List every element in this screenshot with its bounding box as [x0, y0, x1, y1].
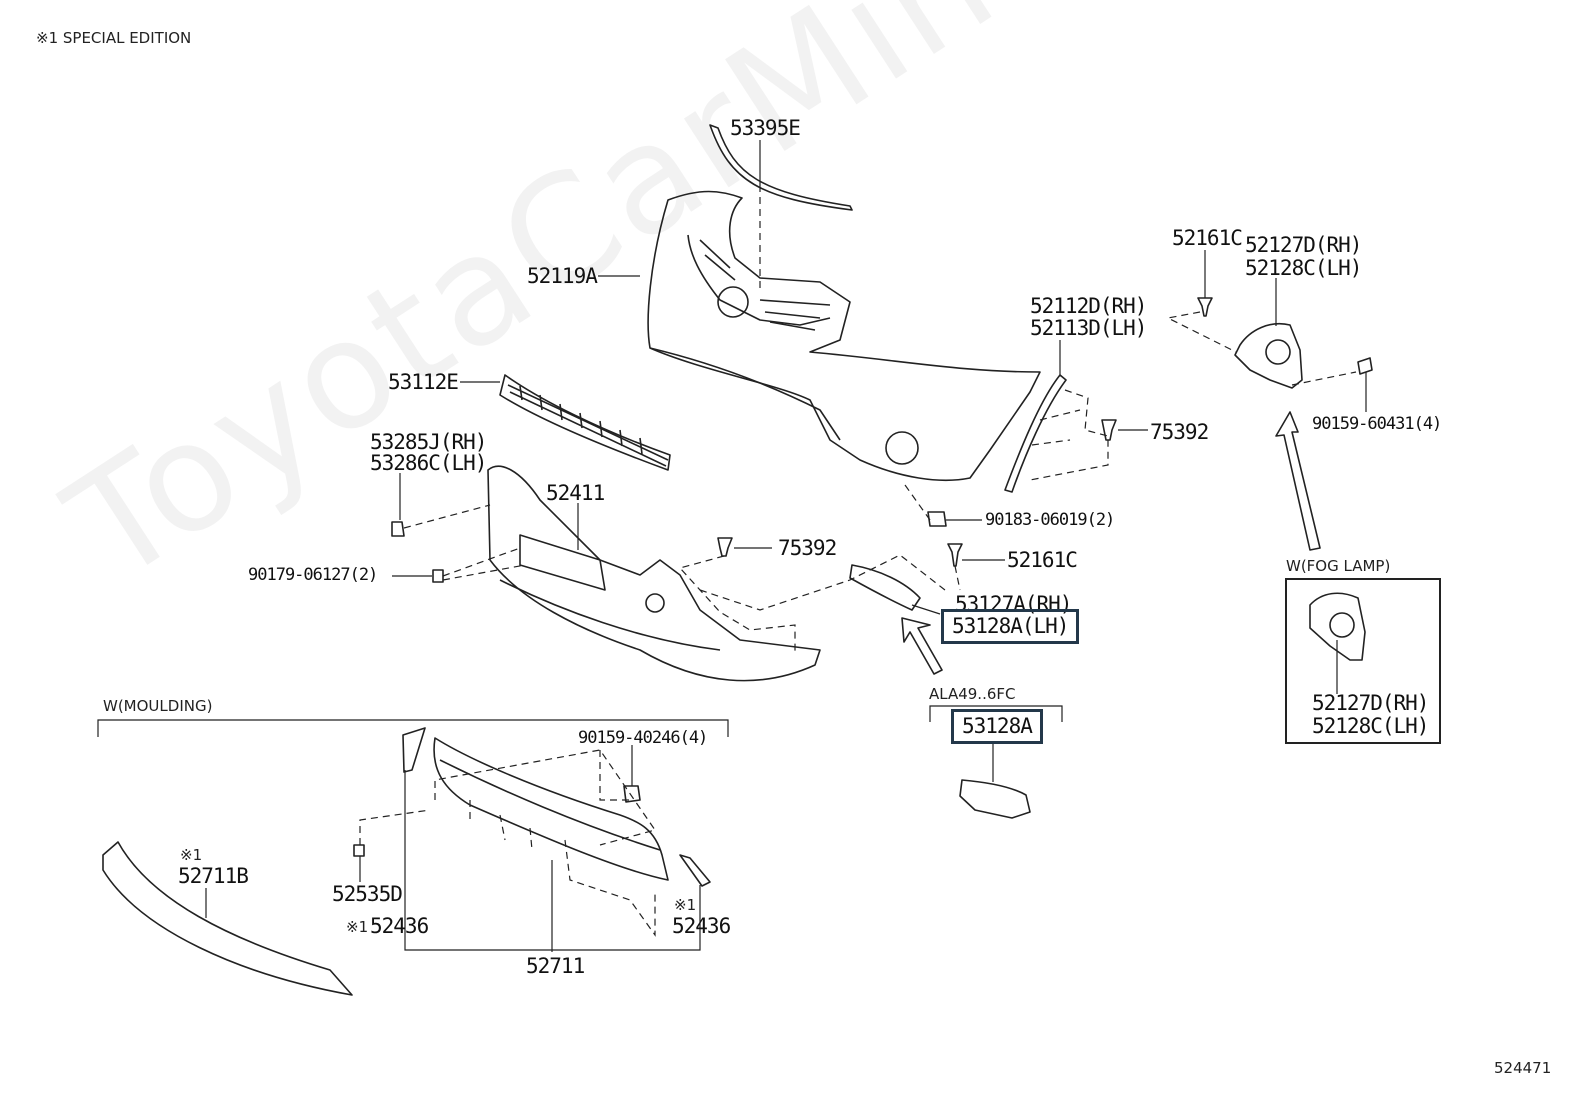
leader-53127A: [911, 604, 941, 615]
part-52535D-clip: [353, 844, 365, 857]
special-mark-52436-left: ※1: [346, 918, 369, 936]
label-53285J-rh[interactable]: 53285J(RH): [370, 430, 487, 454]
dash-52112D-zone: [1029, 389, 1109, 481]
part-52127D-box-bracket: [1309, 592, 1366, 661]
label-52161C-mid[interactable]: 52161C: [1007, 548, 1078, 572]
part-52112D-strip: [1004, 374, 1067, 493]
dash-53285J: [403, 504, 491, 529]
label-52113D-lh[interactable]: 52113D(LH): [1030, 316, 1147, 340]
label-52161C-top[interactable]: 52161C: [1172, 226, 1243, 250]
part-53128A-grille-upper: [849, 564, 921, 611]
part-75392-clip-right: [1101, 419, 1117, 441]
part-52119A-lower-edge: [649, 347, 841, 441]
part-52161C-screw-mid: [947, 543, 963, 567]
ala-group-bracket: [929, 705, 1063, 722]
part-75392-clip-mid: [717, 537, 733, 557]
part-52411-plate-recess: [519, 534, 606, 591]
special-edition-note: ※1 SPECIAL EDITION: [36, 29, 192, 47]
part-52119A-lamp-right: [885, 431, 919, 465]
part-52711-moulding-inner: [439, 759, 661, 851]
special-mark-52436-right: ※1: [674, 896, 697, 914]
dash-90159-40246: [599, 750, 632, 801]
part-53112E-grille-bars: [507, 384, 669, 467]
label-52128C-lh-box[interactable]: 52128C(LH): [1312, 714, 1429, 738]
label-90183-06019[interactable]: 90183-06019(2): [985, 510, 1115, 530]
part-52411-lower-lip: [499, 579, 721, 651]
part-52436-cap-right: [679, 854, 711, 887]
part-52119A-cover: [647, 190, 1041, 482]
label-52436-left[interactable]: 52436: [370, 914, 429, 938]
moulding-caption: W(MOULDING): [103, 697, 213, 715]
dash-90179: [442, 547, 526, 581]
label-52711B[interactable]: 52711B: [178, 864, 249, 888]
part-52711-moulding: [433, 737, 669, 881]
part-52711B-strip: [102, 841, 353, 996]
label-52711[interactable]: 52711: [526, 954, 585, 978]
part-52119A-grille-lines: [699, 239, 831, 331]
label-53128A-lh-highlight[interactable]: 53128A(LH): [941, 609, 1080, 644]
label-52119A[interactable]: 52119A: [527, 264, 598, 288]
part-52119A-inner-opening: [687, 234, 831, 326]
part-90159-40246-nut: [623, 785, 641, 803]
dash-52535D: [359, 809, 431, 845]
part-90179-clip: [432, 569, 444, 583]
label-53112E[interactable]: 53112E: [388, 370, 459, 394]
ala-caption: ALA49..6FC: [929, 685, 1016, 703]
label-52411[interactable]: 52411: [546, 481, 605, 505]
part-90159-60431-screw: [1357, 357, 1373, 375]
label-52127D-rh-box[interactable]: 52127D(RH): [1312, 691, 1429, 715]
part-52436-cap-left: [402, 727, 426, 773]
part-52161C-screw-top: [1197, 297, 1213, 317]
part-52119A-lamp-left: [717, 286, 749, 318]
dash-grille-zone: [699, 554, 946, 611]
label-53395E[interactable]: 53395E: [730, 116, 801, 140]
dash-90183: [904, 484, 931, 521]
fog-lamp-box: [1285, 578, 1441, 744]
dash-75392-mid: [678, 555, 796, 655]
part-90183-clip: [927, 511, 947, 527]
part-52127D-box-bracket-hole: [1329, 612, 1355, 638]
moulding-group-bracket: [97, 719, 729, 737]
label-52112D-rh[interactable]: 52112D(RH): [1030, 294, 1147, 318]
part-52127D-fog-bracket: [1234, 323, 1303, 389]
arrow-to-fog-bracket: [1275, 411, 1321, 551]
special-mark-52711B: ※1: [180, 846, 203, 864]
label-90159-60431[interactable]: 90159-60431(4): [1312, 414, 1442, 434]
dash-52161C-top: [1166, 311, 1237, 353]
label-52127D-rh-top[interactable]: 52127D(RH): [1245, 233, 1362, 257]
part-52411-fog-hole: [645, 593, 665, 613]
dash-fog-screw: [1291, 371, 1357, 386]
fog-lamp-caption: W(FOG LAMP): [1286, 557, 1391, 575]
label-52128C-lh-top[interactable]: 52128C(LH): [1245, 256, 1362, 280]
arrow-to-53128A: [901, 617, 943, 675]
figure-code: 524471: [1494, 1059, 1552, 1077]
part-53112E-grille: [499, 374, 671, 471]
part-53395E-strip: [709, 124, 853, 211]
part-52411-lower-bumper: [487, 465, 821, 682]
label-53128A-highlight[interactable]: 53128A: [951, 709, 1043, 744]
label-75392-mid[interactable]: 75392: [778, 536, 837, 560]
label-90179-06127[interactable]: 90179-06127(2): [248, 565, 378, 585]
label-52535D[interactable]: 52535D: [332, 882, 403, 906]
label-75392-right[interactable]: 75392: [1150, 420, 1209, 444]
group-52711-bracket: [404, 770, 701, 951]
part-53285J-bracket: [391, 521, 405, 537]
label-90159-40246[interactable]: 90159-40246(4): [578, 728, 708, 748]
label-52436-right[interactable]: 52436: [672, 914, 731, 938]
dash-moulding-zone: [434, 749, 656, 937]
part-53128A-grille-lower: [959, 779, 1031, 819]
label-53286C-lh[interactable]: 53286C(LH): [370, 451, 487, 475]
part-52127D-fog-bracket-hole: [1265, 339, 1291, 365]
dash-52161C-mid: [954, 565, 961, 591]
